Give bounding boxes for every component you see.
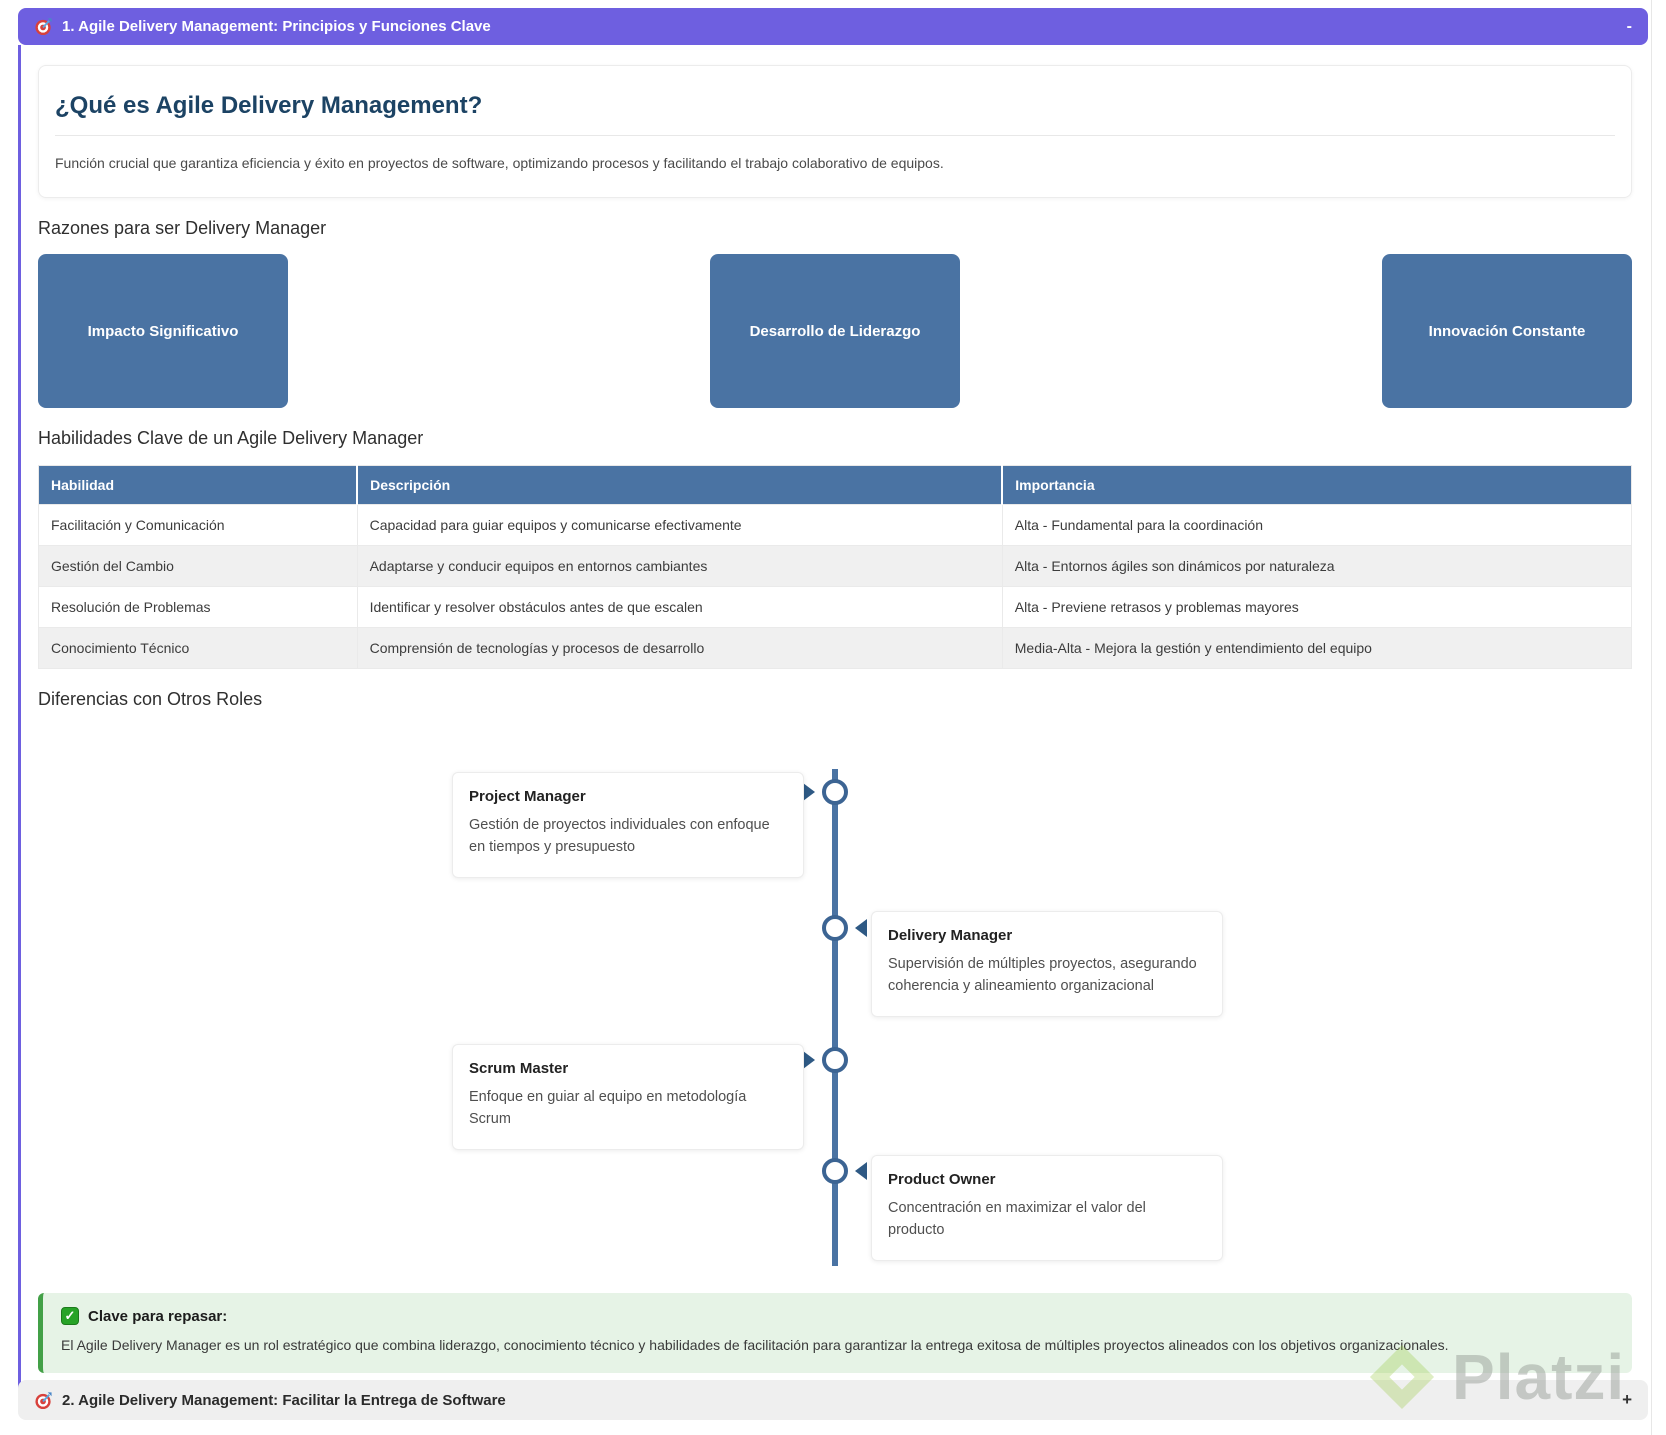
table-row: Resolución de Problemas Identificar y re… <box>38 586 1633 628</box>
timeline-card-project-manager: Project Manager Gestión de proyectos ind… <box>452 772 804 878</box>
timeline-dot <box>822 779 848 805</box>
section-1: 1. Agile Delivery Management: Principios… <box>18 8 1648 1391</box>
skills-heading: Habilidades Clave de un Agile Delivery M… <box>38 428 424 448</box>
reason-box-3: Innovación Constante <box>1382 254 1632 408</box>
table-cell: Gestión del Cambio <box>38 545 358 587</box>
table-cell: Comprensión de tecnologías y procesos de… <box>356 627 1003 669</box>
table-cell: Alta - Fundamental para la coordinación <box>1001 504 1633 546</box>
timeline-card-scrum-master: Scrum Master Enfoque en guiar al equipo … <box>452 1044 804 1150</box>
timeline-dot <box>822 1047 848 1073</box>
table-cell: Alta - Previene retrasos y problemas may… <box>1001 586 1633 628</box>
key-review-text: El Agile Delivery Manager es un rol estr… <box>61 1337 1449 1353</box>
collapse-button[interactable]: - <box>1626 17 1632 35</box>
arrow-right-icon <box>803 783 815 801</box>
timeline-card-description: Enfoque en guiar al equipo en metodologí… <box>469 1089 747 1128</box>
section-2-title: 2. Agile Delivery Management: Facilitar … <box>62 1391 506 1409</box>
intro-title: ¿Qué es Agile Delivery Management? <box>55 92 483 119</box>
table-cell: Alta - Entornos ágiles son dinámicos por… <box>1001 545 1633 587</box>
timeline-card-delivery-manager: Delivery Manager Supervisión de múltiple… <box>871 911 1223 1017</box>
timeline-dot <box>822 1158 848 1184</box>
skills-table: Habilidad Descripción Importancia Facili… <box>38 465 1633 669</box>
table-cell: Conocimiento Técnico <box>38 627 358 669</box>
expand-button[interactable]: + <box>1622 1390 1632 1409</box>
target-icon <box>34 17 53 36</box>
reason-boxes: Impacto Significativo Desarrollo de Lide… <box>38 254 1632 408</box>
timeline-card-title: Delivery Manager <box>888 927 1013 944</box>
arrow-right-icon <box>803 1051 815 1069</box>
target-icon <box>34 1391 53 1410</box>
key-review-title: Clave para repasar: <box>88 1307 228 1325</box>
table-cell: Adaptarse y conducir equipos en entornos… <box>356 545 1003 587</box>
arrow-left-icon <box>855 1162 867 1180</box>
section-1-header[interactable]: 1. Agile Delivery Management: Principios… <box>18 8 1648 45</box>
section-1-body: ¿Qué es Agile Delivery Management? Funci… <box>18 45 1648 1391</box>
roles-timeline: Project Manager Gestión de proyectos ind… <box>38 722 1632 1287</box>
table-cell: Capacidad para guiar equipos y comunicar… <box>356 504 1003 546</box>
timeline-card-title: Product Owner <box>888 1171 996 1188</box>
check-icon: ✓ <box>61 1307 79 1325</box>
timeline-line <box>832 769 838 1266</box>
section-2-header[interactable]: 2. Agile Delivery Management: Facilitar … <box>18 1380 1648 1420</box>
table-cell: Media-Alta - Mejora la gestión y entendi… <box>1001 627 1633 669</box>
column-header: Importancia <box>1002 465 1632 505</box>
reasons-heading: Razones para ser Delivery Manager <box>38 218 327 238</box>
timeline-card-description: Concentración en maximizar el valor del … <box>888 1200 1146 1239</box>
key-review-callout: ✓ Clave para repasar: El Agile Delivery … <box>38 1293 1632 1373</box>
table-row: Facilitación y Comunicación Capacidad pa… <box>38 504 1633 546</box>
arrow-left-icon <box>855 919 867 937</box>
skills-header-row: Habilidad Descripción Importancia <box>38 465 1632 505</box>
intro-description: Función crucial que garantiza eficiencia… <box>55 155 944 171</box>
differences-heading: Diferencias con Otros Roles <box>38 689 263 709</box>
intro-card: ¿Qué es Agile Delivery Management? Funci… <box>38 65 1632 198</box>
table-row: Conocimiento Técnico Comprensión de tecn… <box>38 627 1633 669</box>
table-cell: Facilitación y Comunicación <box>38 504 358 546</box>
column-header: Descripción <box>357 465 1004 505</box>
section-1-title: 1. Agile Delivery Management: Principios… <box>62 18 491 35</box>
table-row: Gestión del Cambio Adaptarse y conducir … <box>38 545 1633 587</box>
column-header: Habilidad <box>38 465 359 505</box>
timeline-card-product-owner: Product Owner Concentración en maximizar… <box>871 1155 1223 1261</box>
table-cell: Identificar y resolver obstáculos antes … <box>356 586 1003 628</box>
timeline-card-description: Gestión de proyectos individuales con en… <box>469 817 770 856</box>
reason-box-1: Impacto Significativo <box>38 254 288 408</box>
reason-box-2: Desarrollo de Liderazgo <box>710 254 960 408</box>
timeline-card-title: Scrum Master <box>469 1060 569 1077</box>
intro-divider <box>55 135 1615 136</box>
timeline-card-description: Supervisión de múltiples proyectos, aseg… <box>888 956 1197 995</box>
timeline-dot <box>822 915 848 941</box>
timeline-card-title: Project Manager <box>469 788 586 805</box>
table-cell: Resolución de Problemas <box>38 586 358 628</box>
